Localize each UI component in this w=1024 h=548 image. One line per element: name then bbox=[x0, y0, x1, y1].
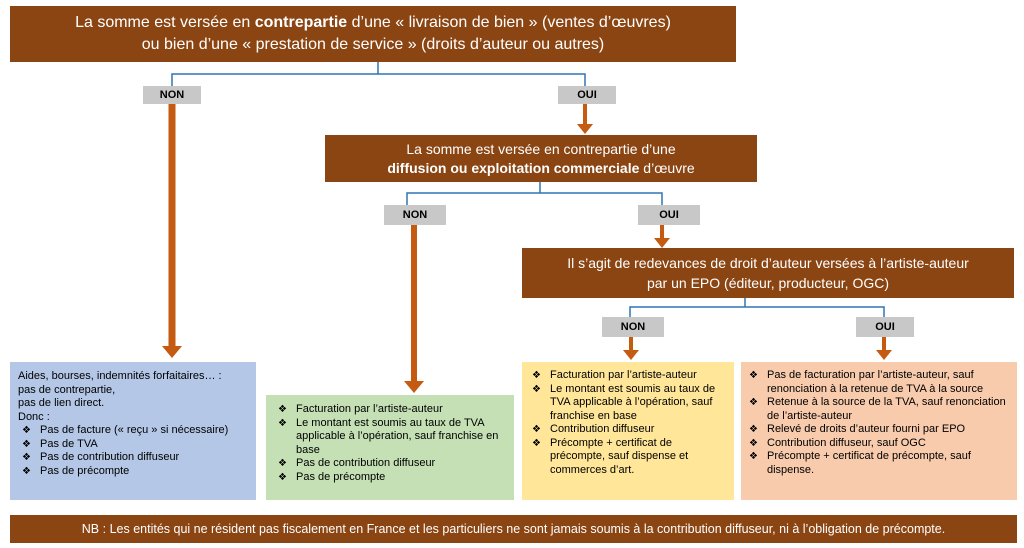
blue-intro-4: Donc : bbox=[18, 410, 50, 423]
list-item: Le montant est soumis au taux de TVA app… bbox=[528, 383, 726, 424]
list-item: Pas de contribution diffuseur bbox=[274, 457, 504, 471]
arrow-down-icon bbox=[876, 337, 892, 360]
question-2-text-rest: d’œuvre bbox=[639, 159, 695, 176]
question-box-1: La somme est versée en contrepartie d’un… bbox=[10, 6, 736, 62]
question-3-line-1: Il s’agit de redevances de droit d’auteu… bbox=[567, 255, 969, 271]
yellow-list: Facturation par l’artiste-auteur Le mont… bbox=[528, 369, 726, 477]
list-item: Précompte + certificat de précompte, sau… bbox=[528, 437, 726, 478]
question-1-text-a: La somme est versée en bbox=[75, 14, 255, 31]
arrow-down-icon bbox=[654, 225, 670, 248]
question-3-line-2: par un EPO (éditeur, producteur, OGC) bbox=[646, 275, 889, 291]
arrow-down-icon bbox=[623, 337, 639, 360]
answer-oui-2: OUI bbox=[638, 205, 700, 225]
blue-intro-1: Aides, bourses, indemnités forfaitaires…… bbox=[18, 370, 222, 382]
answer-oui-3: OUI bbox=[856, 317, 914, 337]
list-item: Pas de facturation par l’artiste-auteur,… bbox=[745, 369, 1009, 396]
blue-intro-3: pas de lien direct. bbox=[18, 397, 105, 409]
green-list: Facturation par l’artiste-auteur Le mont… bbox=[274, 403, 504, 484]
list-item: Pas de facture (« reçu » si nécessaire) bbox=[18, 424, 248, 438]
list-item: Facturation par l’artiste-auteur bbox=[528, 369, 726, 383]
blue-intro-2: pas de contrepartie, bbox=[18, 383, 116, 396]
list-item: Pas de contribution diffuseur bbox=[18, 451, 248, 465]
arrow-down-icon bbox=[404, 225, 424, 393]
question-box-2: La somme est versée en contrepartie d’un… bbox=[325, 135, 757, 182]
question-2-line-1: La somme est versée en contrepartie d’un… bbox=[406, 140, 676, 157]
question-1-line-1: La somme est versée en contrepartie d’un… bbox=[75, 12, 671, 34]
question-2-line-2: diffusion ou exploitation commerciale d’… bbox=[387, 159, 694, 178]
question-1-line-2: ou bien d’une « prestation de service » … bbox=[141, 36, 605, 53]
list-item: Contribution diffuseur bbox=[528, 423, 726, 437]
outcome-box-green: Facturation par l’artiste-auteur Le mont… bbox=[266, 395, 514, 500]
list-item: Retenue à la source de la TVA, sauf reno… bbox=[745, 396, 1009, 423]
outcome-box-peach: Pas de facturation par l’artiste-auteur,… bbox=[741, 362, 1017, 500]
list-item: Pas de TVA bbox=[18, 438, 248, 452]
question-1-text-bold: contrepartie bbox=[254, 14, 348, 31]
answer-non-2: NON bbox=[384, 205, 446, 225]
arrow-down-icon bbox=[162, 104, 182, 358]
answer-oui-1: OUI bbox=[558, 86, 616, 104]
list-item: Précompte + certificat de précompte, sau… bbox=[745, 450, 1009, 477]
question-1-text-c: d’une « livraison de bien » (ventes d’œu… bbox=[347, 14, 671, 31]
peach-list: Pas de facturation par l’artiste-auteur,… bbox=[745, 369, 1009, 477]
footer-note-text: NB : Les entités qui ne résident pas fis… bbox=[81, 522, 946, 536]
list-item: Facturation par l’artiste-auteur bbox=[274, 403, 504, 417]
question-2-text-bold: diffusion ou exploitation commerciale bbox=[387, 159, 640, 176]
answer-non-1: NON bbox=[143, 86, 201, 104]
outcome-box-blue: Aides, bourses, indemnités forfaitaires…… bbox=[10, 362, 256, 500]
outcome-box-yellow: Facturation par l’artiste-auteur Le mont… bbox=[522, 362, 734, 500]
question-box-3: Il s’agit de redevances de droit d’auteu… bbox=[522, 248, 1014, 298]
list-item: Le montant est soumis au taux de TVA app… bbox=[274, 417, 504, 458]
list-item: Pas de précompte bbox=[18, 465, 248, 479]
arrow-down-icon bbox=[577, 104, 593, 134]
list-item: Pas de précompte bbox=[274, 471, 504, 485]
footer-note: NB : Les entités qui ne résident pas fis… bbox=[10, 515, 1017, 543]
blue-list: Pas de facture (« reçu » si nécessaire) … bbox=[18, 424, 248, 478]
list-item: Relevé de droits d’auteur fourni par EPO bbox=[745, 423, 1009, 437]
list-item: Contribution diffuseur, sauf OGC bbox=[745, 437, 1009, 451]
answer-non-3: NON bbox=[602, 317, 664, 337]
